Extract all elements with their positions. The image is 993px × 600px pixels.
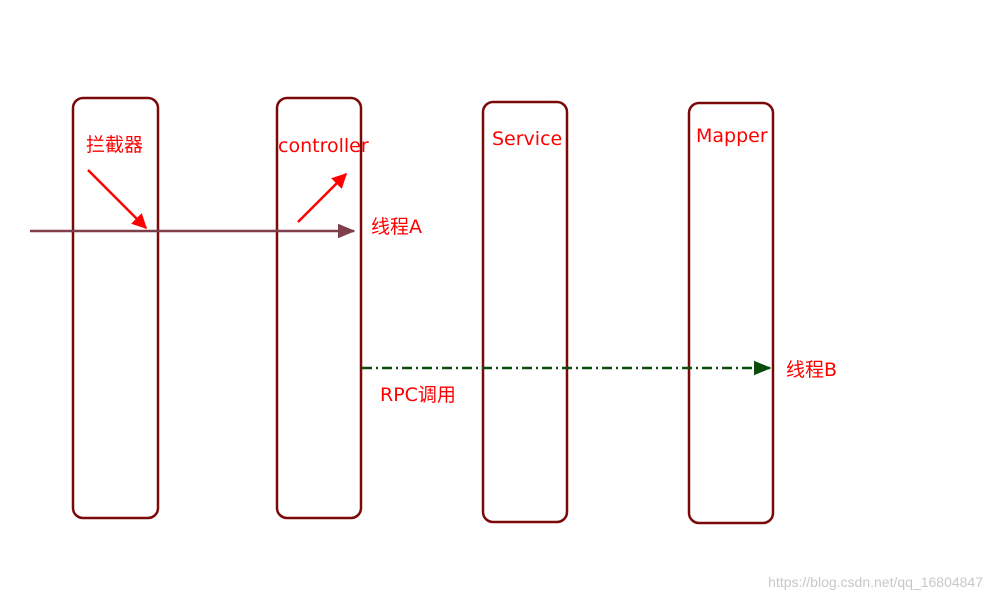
thread-a-label: 线程A [371, 216, 422, 238]
lane-interceptor: 拦截器 [71, 96, 160, 520]
lane-service-box [481, 100, 569, 524]
lane-interceptor-label: 拦截器 [86, 134, 143, 156]
rpc-call-label: RPC调用 [380, 384, 456, 406]
interceptor-pointer-arrow [87, 169, 148, 230]
lane-service-label: Service [492, 128, 562, 150]
lane-controller-label: controller [278, 135, 369, 157]
lane-controller-box [275, 96, 363, 520]
lane-controller: controller [275, 96, 369, 520]
lane-service: Service [481, 100, 569, 524]
controller-pointer-arrow [297, 172, 348, 223]
lane-mapper-label: Mapper [696, 125, 768, 147]
lane-mapper: Mapper [687, 101, 775, 525]
lane-mapper-box [687, 101, 775, 525]
watermark-text: https://blog.csdn.net/qq_16804847 [768, 574, 983, 590]
lane-interceptor-box [71, 96, 160, 520]
thread-b-label: 线程B [786, 359, 837, 381]
